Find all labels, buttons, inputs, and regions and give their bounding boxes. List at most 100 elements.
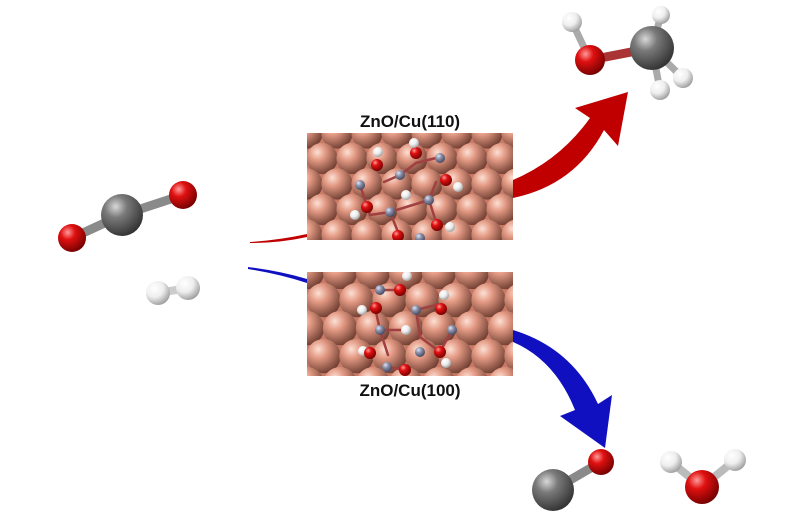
hydrogen-atom [562, 12, 582, 32]
copper-atom [411, 168, 443, 200]
copper-atom [521, 255, 555, 289]
hydrogen-atom [350, 210, 360, 220]
oxygen-atom [431, 219, 443, 231]
co2-molecule [58, 181, 197, 252]
hydrogen-atom [673, 68, 693, 88]
copper-atom [307, 310, 325, 346]
copper-atom [307, 193, 338, 226]
copper-atom [307, 154, 308, 163]
copper-atom [521, 367, 555, 401]
copper-atom [516, 194, 547, 225]
oxygen-atom [58, 224, 86, 252]
zinc-atom [355, 180, 365, 190]
copper-atom [357, 367, 389, 376]
copper-atom [471, 168, 503, 200]
copper-atom [336, 193, 368, 226]
copper-atom [489, 367, 513, 376]
oxygen-atom [394, 284, 406, 296]
copper-atom [336, 142, 368, 175]
hydrogen-atom [401, 190, 411, 200]
hydrogen-atom [453, 182, 463, 192]
copper-atom [366, 193, 398, 226]
copper-atom [501, 219, 513, 240]
hydrogen-atom [373, 147, 383, 157]
copper-atom [471, 338, 506, 374]
hydrogen-atom [146, 281, 170, 305]
oxygen-atom [370, 302, 382, 314]
copper-atom [516, 245, 547, 276]
oxygen-atom [435, 303, 447, 315]
copper-atom [324, 367, 356, 376]
copper-atom [257, 311, 291, 345]
hydrogen-atom [652, 6, 670, 24]
oxygen-atom [588, 449, 614, 475]
oxygen-atom [410, 147, 422, 159]
lower-lead-line [248, 267, 307, 283]
copper-atom [372, 338, 407, 374]
carbon-atom [630, 26, 674, 70]
copper-atom [487, 310, 513, 346]
carbon-atom [532, 469, 574, 511]
bond [388, 198, 431, 214]
oxygen-atom [361, 201, 373, 213]
copper-atom [307, 142, 338, 175]
water-molecule [660, 449, 746, 504]
copper-atom [321, 219, 353, 240]
copper-atom [336, 245, 367, 276]
copper-atom [261, 219, 292, 250]
zinc-atom [385, 207, 395, 217]
copper-atom [504, 285, 513, 315]
hydrogen-atom [409, 138, 419, 148]
oxygen-atom [392, 230, 404, 240]
zinc-atom [382, 362, 392, 372]
copper-atom [307, 351, 308, 361]
copper-atom [486, 142, 513, 175]
copper-atom [423, 367, 455, 376]
copper-atom [456, 193, 488, 226]
oxygen-atom [371, 159, 383, 171]
copper-atom [322, 310, 358, 346]
copper-atom [471, 282, 506, 318]
carbon-atom [101, 194, 143, 236]
copper-atom [307, 367, 323, 376]
zinc-atom [375, 325, 385, 335]
copper-atom [504, 341, 513, 372]
bond [414, 156, 438, 165]
zno-cu100-surface [257, 255, 555, 401]
copper-atom [307, 272, 325, 290]
hydrogen-atom [660, 451, 682, 473]
bottom-surface-label: ZnO/Cu(100) [359, 381, 460, 400]
copper-atom [351, 168, 383, 200]
hydrogen-atom [724, 449, 746, 471]
copper-atom [307, 205, 308, 214]
co-molecule [532, 449, 614, 511]
oxygen-atom [434, 346, 446, 358]
copper-atom [321, 168, 353, 200]
copper-atom [486, 193, 513, 226]
oxygen-atom [575, 45, 605, 75]
copper-atom [456, 367, 488, 376]
h2-molecule [146, 276, 200, 305]
copper-atom [454, 310, 490, 346]
zinc-atom [435, 153, 445, 163]
hydrogen-atom [357, 305, 367, 315]
oxygen-atom [399, 364, 411, 376]
zinc-atom [415, 347, 425, 357]
copper-atom [307, 219, 323, 240]
hydrogen-atom [650, 80, 670, 100]
copper-atom [307, 282, 341, 318]
copper-atom [426, 245, 457, 276]
copper-atom [456, 142, 488, 175]
copper-atom [276, 245, 307, 276]
zinc-atom [447, 325, 457, 335]
copper-atom [471, 219, 503, 240]
hydrogen-atom [445, 222, 455, 232]
copper-atom [351, 219, 383, 240]
hydrogen-atom [401, 325, 411, 335]
oxygen-atom [364, 347, 376, 359]
oxygen-atom [685, 470, 719, 504]
zno-cu110-surface [261, 133, 547, 276]
oxygen-atom [440, 174, 452, 186]
